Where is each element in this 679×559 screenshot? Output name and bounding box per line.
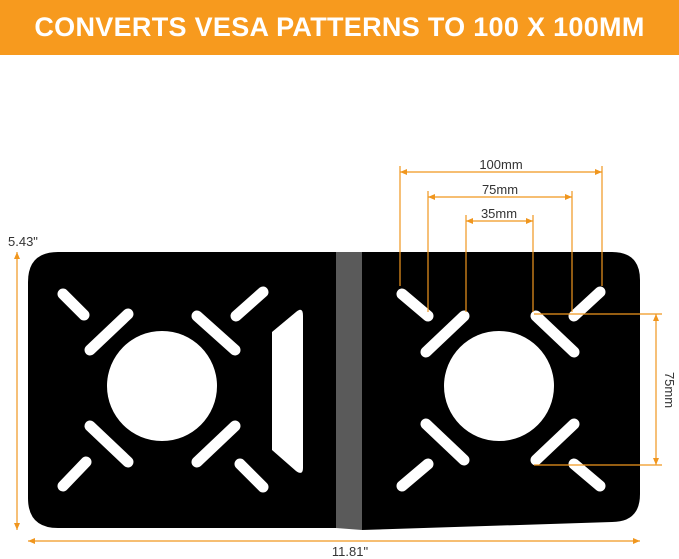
slot	[530, 418, 580, 466]
slot	[230, 286, 269, 322]
arrow	[526, 218, 533, 224]
right-slots	[396, 286, 606, 492]
arrow	[633, 538, 640, 544]
bend-strip	[336, 252, 362, 530]
banner-title: CONVERTS VESA PATTERNS TO 100 X 100MM	[34, 12, 645, 42]
arrow	[28, 538, 35, 544]
slot	[568, 286, 606, 322]
arrow	[400, 169, 407, 175]
slot	[84, 420, 134, 468]
slot	[420, 418, 470, 466]
left-slots	[57, 286, 269, 493]
label-35mm: 35mm	[481, 206, 517, 221]
slot	[568, 458, 606, 492]
banner: CONVERTS VESA PATTERNS TO 100 X 100MM	[0, 0, 679, 55]
arrow	[14, 252, 20, 259]
slot	[57, 288, 90, 321]
dimension-lines	[14, 166, 662, 544]
slot	[530, 310, 580, 358]
slot	[191, 310, 241, 356]
label-100mm: 100mm	[479, 157, 522, 172]
arrow	[653, 314, 659, 321]
slot	[396, 288, 434, 322]
label-width: 11.81"	[332, 544, 369, 559]
slot	[57, 456, 92, 492]
slot	[396, 458, 434, 492]
right-center-hole	[444, 331, 554, 441]
arrow	[466, 218, 473, 224]
side-slot	[272, 309, 303, 473]
label-height: 5.43"	[8, 234, 38, 249]
label-vertical-75mm: 75mm	[662, 372, 677, 408]
slot	[234, 458, 269, 493]
arrow	[595, 169, 602, 175]
slot	[420, 310, 470, 358]
arrow	[565, 194, 572, 200]
slot	[191, 420, 241, 468]
arrow	[14, 523, 20, 530]
product-figure: 100mm 75mm 35mm 75mm 5.43" 11.81"	[8, 157, 677, 559]
label-75mm: 75mm	[482, 182, 518, 197]
arrow	[653, 458, 659, 465]
arrow	[428, 194, 435, 200]
left-center-hole	[107, 331, 217, 441]
slot	[84, 308, 134, 356]
